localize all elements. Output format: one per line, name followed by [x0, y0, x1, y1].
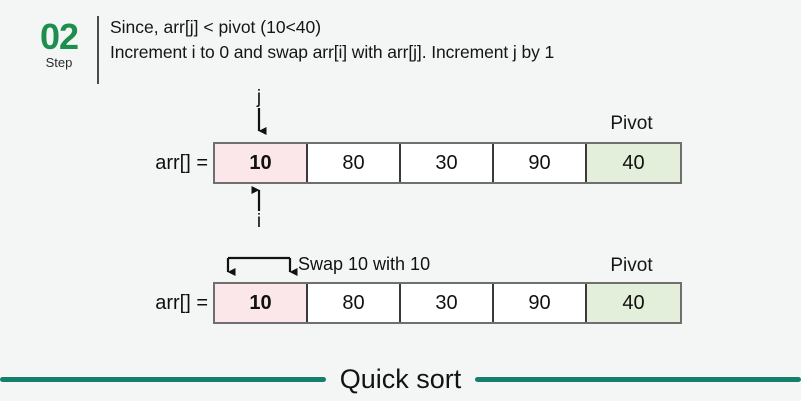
array-cell: 90 [494, 284, 587, 322]
footer-rule-left [0, 377, 326, 382]
array-row-bottom: arr[] = 10 80 30 90 40 [0, 282, 801, 324]
array-name-label-bottom: arr[] = [155, 292, 208, 314]
pivot-label-top: Pivot [610, 113, 653, 134]
array-name-label-top: arr[] = [155, 152, 208, 174]
pivot-label-bottom: Pivot [610, 255, 653, 276]
array-cell: 10 [215, 284, 308, 322]
step-description-line-1: Since, arr[j] < pivot (10<40) [110, 17, 322, 37]
array-cell: 80 [308, 144, 401, 182]
array-cell-pivot: 40 [587, 284, 680, 322]
pointer-j-label: j [256, 87, 262, 108]
array-cell: 30 [401, 284, 494, 322]
array-cell-pivot: 40 [587, 144, 680, 182]
step-number: 02 [39, 16, 79, 57]
swap-annotation-label: Swap 10 with 10 [298, 254, 431, 274]
header-divider [97, 16, 99, 84]
footer: Quick sort [0, 358, 801, 401]
array-cells-top: 10 80 30 90 40 [213, 142, 682, 184]
footer-title: Quick sort [339, 364, 462, 394]
step-badge: 02 Step [28, 16, 90, 71]
array-cell: 90 [494, 144, 587, 182]
array-cell: 30 [401, 144, 494, 182]
footer-rule-right [475, 377, 801, 382]
array-cell: 80 [308, 284, 401, 322]
array-cells-bottom: 10 80 30 90 40 [213, 282, 682, 324]
step-description-line-2: Increment i to 0 and swap arr[i] with ar… [110, 42, 555, 62]
pointer-i-label: i [256, 211, 262, 232]
step-word-label: Step [45, 55, 73, 71]
array-cell: 10 [215, 144, 308, 182]
array-row-top: arr[] = 10 80 30 90 40 [0, 142, 801, 184]
step-description: Since, arr[j] < pivot (10<40) Increment … [110, 15, 770, 65]
